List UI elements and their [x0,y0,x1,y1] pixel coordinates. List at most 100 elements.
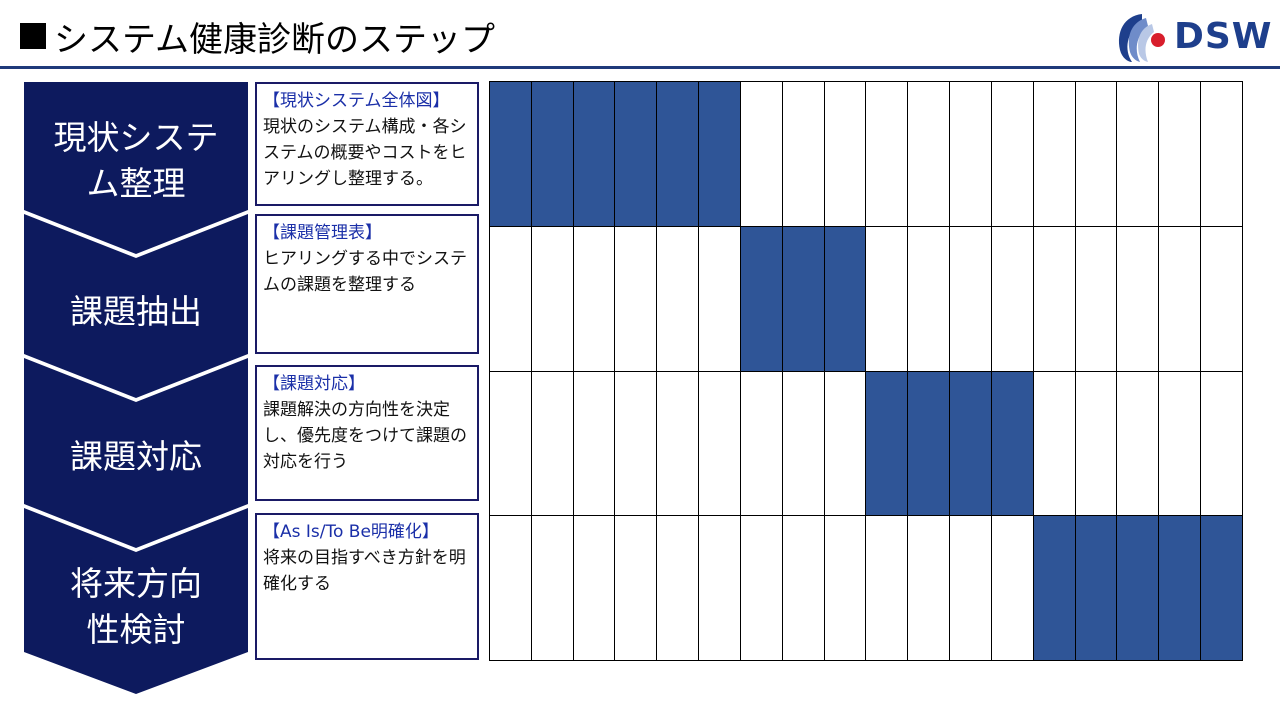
schedule-cell [1159,371,1202,517]
step-label-4: 将来方向性検討 [70,563,202,649]
schedule-cell [1159,226,1202,372]
header-divider [0,66,1280,69]
schedule-cell-active [991,371,1034,517]
schedule-cell-active [490,82,532,227]
schedule-cell-active [1033,516,1076,661]
schedule-cell [782,516,825,661]
chevron-step-2 [24,214,248,398]
desc-box-1: 【現状システム全体図】 現状のシステム構成・各システムの概要やコストをヒアリング… [255,82,479,206]
chevron-step-4 [24,508,248,694]
schedule-cell [1201,371,1243,517]
page-title: システム健康診断のステップ [20,12,495,60]
schedule-cell [740,82,783,227]
schedule-cell [950,226,992,372]
schedule-cell [991,82,1034,227]
schedule-cell [1033,226,1076,372]
schedule-grid [489,81,1243,661]
schedule-cell [1159,82,1202,227]
company-logo: DSW [1112,10,1272,66]
schedule-cell-active [615,82,658,227]
step-label-2: 課題抽出 [70,291,202,331]
schedule-cell [1033,82,1076,227]
schedule-cell [1033,371,1076,517]
schedule-cell [699,226,741,372]
schedule-cell [531,371,574,517]
schedule-cell [782,371,825,517]
schedule-cell [866,516,909,661]
schedule-cell [908,226,951,372]
schedule-cell [950,516,992,661]
schedule-cell-active [531,82,574,227]
schedule-cell [490,516,532,661]
chevron-step-3 [24,358,248,548]
schedule-cell [615,371,658,517]
schedule-cell-active [782,226,825,372]
schedule-cell [573,226,616,372]
desc-text: 将来の目指すべき方針を明確化する [263,548,466,594]
schedule-cell [1117,226,1160,372]
schedule-cell [615,226,658,372]
step-label-1: 現状システム整理 [53,117,219,203]
desc-heading: 【As Is/To Be明確化】 [263,522,439,542]
chevron-shapes [24,82,248,694]
schedule-cell-active [657,82,700,227]
schedule-cell-active [950,371,992,517]
desc-heading: 【課題管理表】 [263,223,382,243]
schedule-cell [1117,82,1160,227]
schedule-cell [657,516,700,661]
schedule-cell-active [1159,516,1202,661]
schedule-cell [782,82,825,227]
chevron-step-1 [24,82,248,254]
schedule-cell-active [1201,516,1243,661]
schedule-cell [824,82,867,227]
step-chevrons: 現状システム整理 課題抽出 課題対応 将来方向性検討 [24,82,248,694]
schedule-cell [740,516,783,661]
square-bullet-icon [20,23,46,49]
schedule-cell [657,371,700,517]
schedule-cell [1201,226,1243,372]
desc-box-2: 【課題管理表】 ヒアリングする中でシステムの課題を整理する [255,214,479,354]
schedule-cell [1075,82,1118,227]
desc-text: 現状のシステム構成・各システムの概要やコストをヒアリングし整理する。 [263,117,467,189]
schedule-cell [531,226,574,372]
schedule-cell [699,371,741,517]
schedule-cell-active [908,371,951,517]
desc-heading: 【課題対応】 [263,374,365,394]
schedule-cell-active [573,82,616,227]
schedule-cell [1117,371,1160,517]
schedule-cell [991,516,1034,661]
schedule-cell-active [699,82,741,227]
schedule-cell [908,82,951,227]
desc-text: 課題解決の方向性を決定し、優先度をつけて課題の対応を行う [263,400,467,472]
schedule-cell-active [824,226,867,372]
schedule-cell-active [1117,516,1160,661]
desc-box-3: 【課題対応】 課題解決の方向性を決定し、優先度をつけて課題の対応を行う [255,365,479,501]
schedule-cell [490,226,532,372]
desc-box-4: 【As Is/To Be明確化】 将来の目指すべき方針を明確化する [255,513,479,660]
schedule-cell [531,516,574,661]
schedule-cell [908,516,951,661]
wave-logo-icon [1118,14,1165,62]
schedule-cell [824,516,867,661]
schedule-cell [490,371,532,517]
schedule-cell [824,371,867,517]
desc-text: ヒアリングする中でシステムの課題を整理する [263,249,467,295]
schedule-cell [1075,371,1118,517]
schedule-cell [573,516,616,661]
step-label-3: 課題対応 [70,436,202,476]
schedule-cell [699,516,741,661]
schedule-cell [1201,82,1243,227]
schedule-cell-active [1075,516,1118,661]
schedule-cell [615,516,658,661]
schedule-cell [573,371,616,517]
schedule-cell [950,82,992,227]
schedule-cell [991,226,1034,372]
schedule-cell [866,82,909,227]
schedule-cell [740,371,783,517]
schedule-cell-active [740,226,783,372]
schedule-cell-active [866,371,909,517]
schedule-cell [657,226,700,372]
schedule-cell [1075,226,1118,372]
schedule-cell [866,226,909,372]
desc-heading: 【現状システム全体図】 [263,91,450,111]
